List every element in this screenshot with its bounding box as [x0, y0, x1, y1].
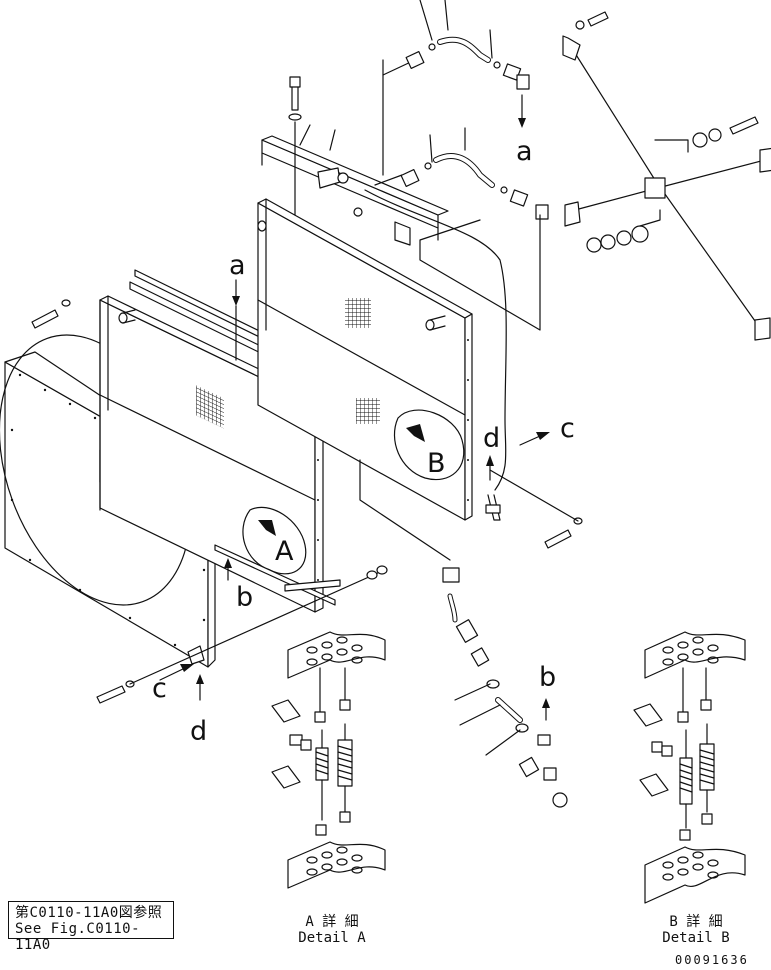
callout-B: B [427, 448, 446, 479]
top-bracket [261, 124, 449, 246]
figure-reference-jp: 第C0110-11A0図参照 [15, 905, 163, 921]
lower-hose-fittings [359, 459, 568, 808]
figure-reference-box: 第C0110-11A0図参照 See Fig.C0110-11A0 [8, 901, 174, 953]
brace-rod-assembly [562, 11, 771, 341]
detail-a-caption: A 詳 細 Detail A [290, 914, 374, 946]
detail-b-caption: B 詳 細 Detail B [654, 914, 738, 946]
detail-a-jp: A 詳 細 [305, 914, 359, 930]
callout-A: A [275, 536, 294, 567]
detail-a-illustration [271, 631, 386, 889]
detail-b-jp: B 詳 細 [669, 914, 723, 930]
callout-b-left: b [236, 582, 254, 613]
rear-radiator-core [257, 198, 473, 521]
callout-a-top: a [516, 136, 533, 167]
callout-d-left: d [190, 716, 208, 747]
callout-c-right: c [560, 413, 575, 444]
direction-arrows [159, 94, 550, 721]
detail-b-en: Detail B [662, 930, 730, 946]
detail-b-illustration [633, 631, 746, 904]
drawing-number: 00091636 [675, 953, 749, 967]
bolts [31, 76, 583, 704]
callout-c-left: c [152, 673, 167, 704]
detail-a-en: Detail A [298, 930, 366, 946]
callout-b-right: b [539, 662, 557, 693]
hose-pipes-top [364, 0, 549, 491]
callout-a-mid: a [229, 250, 246, 281]
callout-d-mid: d [483, 423, 501, 454]
figure-reference-en: See Fig.C0110-11A0 [15, 921, 141, 953]
